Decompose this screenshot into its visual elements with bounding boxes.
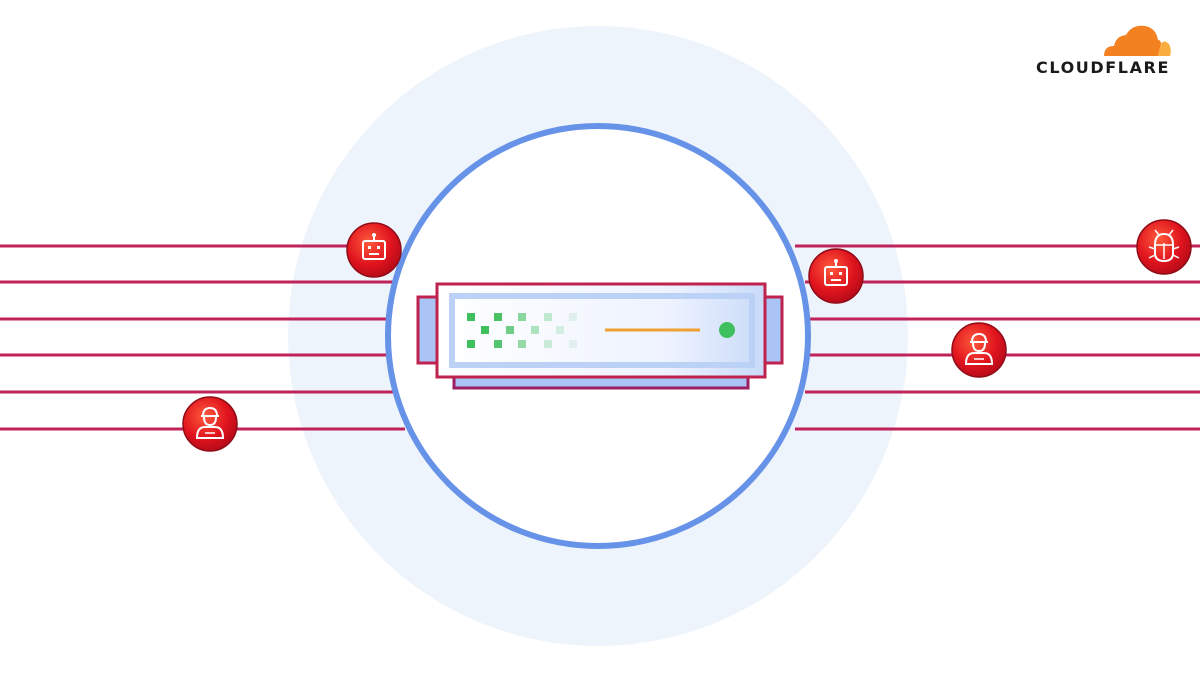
bot-icon [346,222,402,278]
bug-icon [1136,219,1192,275]
brand-name: CLOUDFLARE [1036,58,1170,77]
user-icon [951,322,1007,378]
cloud-icon [1104,25,1171,56]
user-icon [182,396,238,452]
cloudflare-logo: CLOUDFLARE [1012,22,1172,82]
traffic-lines-left [0,244,405,431]
status-squares [467,313,577,348]
bot-icon [808,248,864,304]
status-dot [719,322,735,338]
server-device [416,282,784,390]
